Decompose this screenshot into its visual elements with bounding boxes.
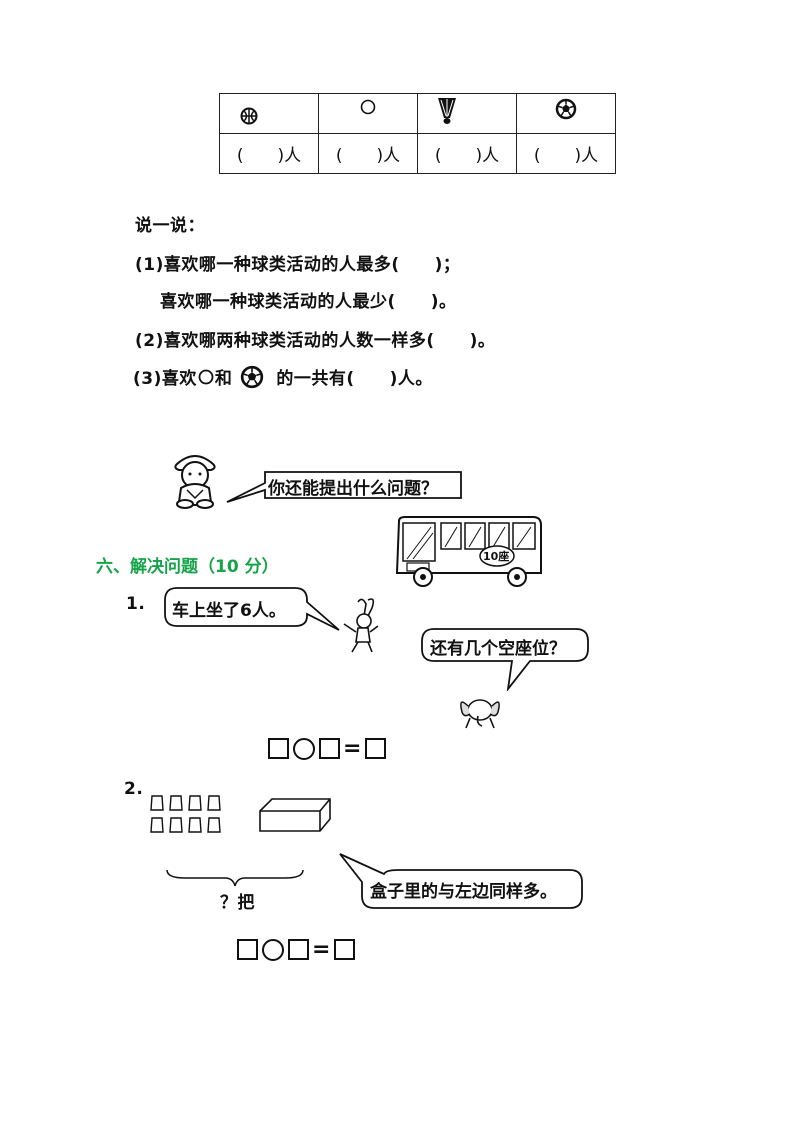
equation-2-operator-blank[interactable] xyxy=(262,938,284,961)
badminton-shuttlecock-icon xyxy=(438,98,456,124)
equation-1-equals: = xyxy=(343,735,363,761)
bus-seat-sign: 10座 xyxy=(483,550,510,563)
rabbit-illustration xyxy=(343,598,379,653)
rabbit-bubble-shape xyxy=(164,587,340,631)
tally-table: ( )人 ( )人 ( )人 ( )人 xyxy=(219,93,616,174)
box-bubble-text: 盒子里的与左边同样多。 xyxy=(370,882,557,902)
scissors-group-illustration xyxy=(150,795,221,833)
elephant-bubble-text: 还有几个空座位？ xyxy=(430,639,566,659)
question-1a: (1)喜欢哪一种球类活动的人最多( )； xyxy=(135,255,461,275)
equation-1: = xyxy=(268,733,387,763)
equation-1-blank-1[interactable] xyxy=(268,738,289,759)
basketball-cell xyxy=(219,93,319,134)
icon-row xyxy=(219,93,616,134)
count-row: ( )人 ( )人 ( )人 ( )人 xyxy=(219,133,616,174)
question-2: (2)喜欢哪两种球类活动的人数一样多( )。 xyxy=(135,331,496,351)
problem-2-number: 2. xyxy=(124,779,144,799)
count-cell-1: ( )人 xyxy=(219,133,319,174)
brace-label: ？把 xyxy=(220,893,255,913)
question-3: (3)喜欢 和 的一共有( )人。 xyxy=(133,364,433,389)
ping-pong-ball-icon xyxy=(360,99,376,115)
brace-icon xyxy=(166,869,304,887)
soccer-cell xyxy=(516,93,616,134)
box-illustration xyxy=(259,798,331,832)
girl-bubble-text: 你还能提出什么问题？ xyxy=(268,479,438,499)
girl-bubble-shape xyxy=(226,471,462,503)
soccer-ball-icon xyxy=(241,365,264,388)
badminton-cell xyxy=(417,93,517,134)
equation-1-operator-blank[interactable] xyxy=(293,737,315,760)
problem-1-number: 1. xyxy=(126,594,146,614)
equation-2-result-blank[interactable] xyxy=(334,939,356,960)
question-1b: 喜欢哪一种球类活动的人最少( )。 xyxy=(160,292,457,312)
ping-pong-cell xyxy=(318,93,418,134)
girl-illustration xyxy=(174,455,216,509)
equation-1-blank-2[interactable] xyxy=(319,738,340,759)
question-3-suffix: 的一共有( )人。 xyxy=(276,369,433,389)
elephant-bubble-shape xyxy=(421,628,589,691)
count-cell-2: ( )人 xyxy=(318,133,418,174)
rabbit-bubble-text: 车上坐了6人。 xyxy=(172,601,286,621)
section-6-title: 六、解决问题（10 分） xyxy=(96,557,279,577)
count-cell-4: ( )人 xyxy=(516,133,616,174)
question-3-and: 和 xyxy=(214,369,233,389)
ping-pong-ball-icon xyxy=(198,369,214,384)
count-cell-3: ( )人 xyxy=(417,133,517,174)
equation-2-blank-1[interactable] xyxy=(237,939,258,960)
elephant-illustration xyxy=(460,699,500,729)
equation-2-blank-2[interactable] xyxy=(288,939,309,960)
equation-2: = xyxy=(237,934,356,964)
bus-illustration xyxy=(395,516,542,587)
equation-2-equals: = xyxy=(312,936,332,962)
box-bubble-shape xyxy=(339,853,583,909)
question-3-prefix: (3)喜欢 xyxy=(133,369,197,389)
basketball-icon xyxy=(240,107,258,125)
discuss-heading: 说一说： xyxy=(135,216,205,236)
soccer-ball-icon xyxy=(555,98,577,120)
equation-1-result-blank[interactable] xyxy=(365,738,387,759)
